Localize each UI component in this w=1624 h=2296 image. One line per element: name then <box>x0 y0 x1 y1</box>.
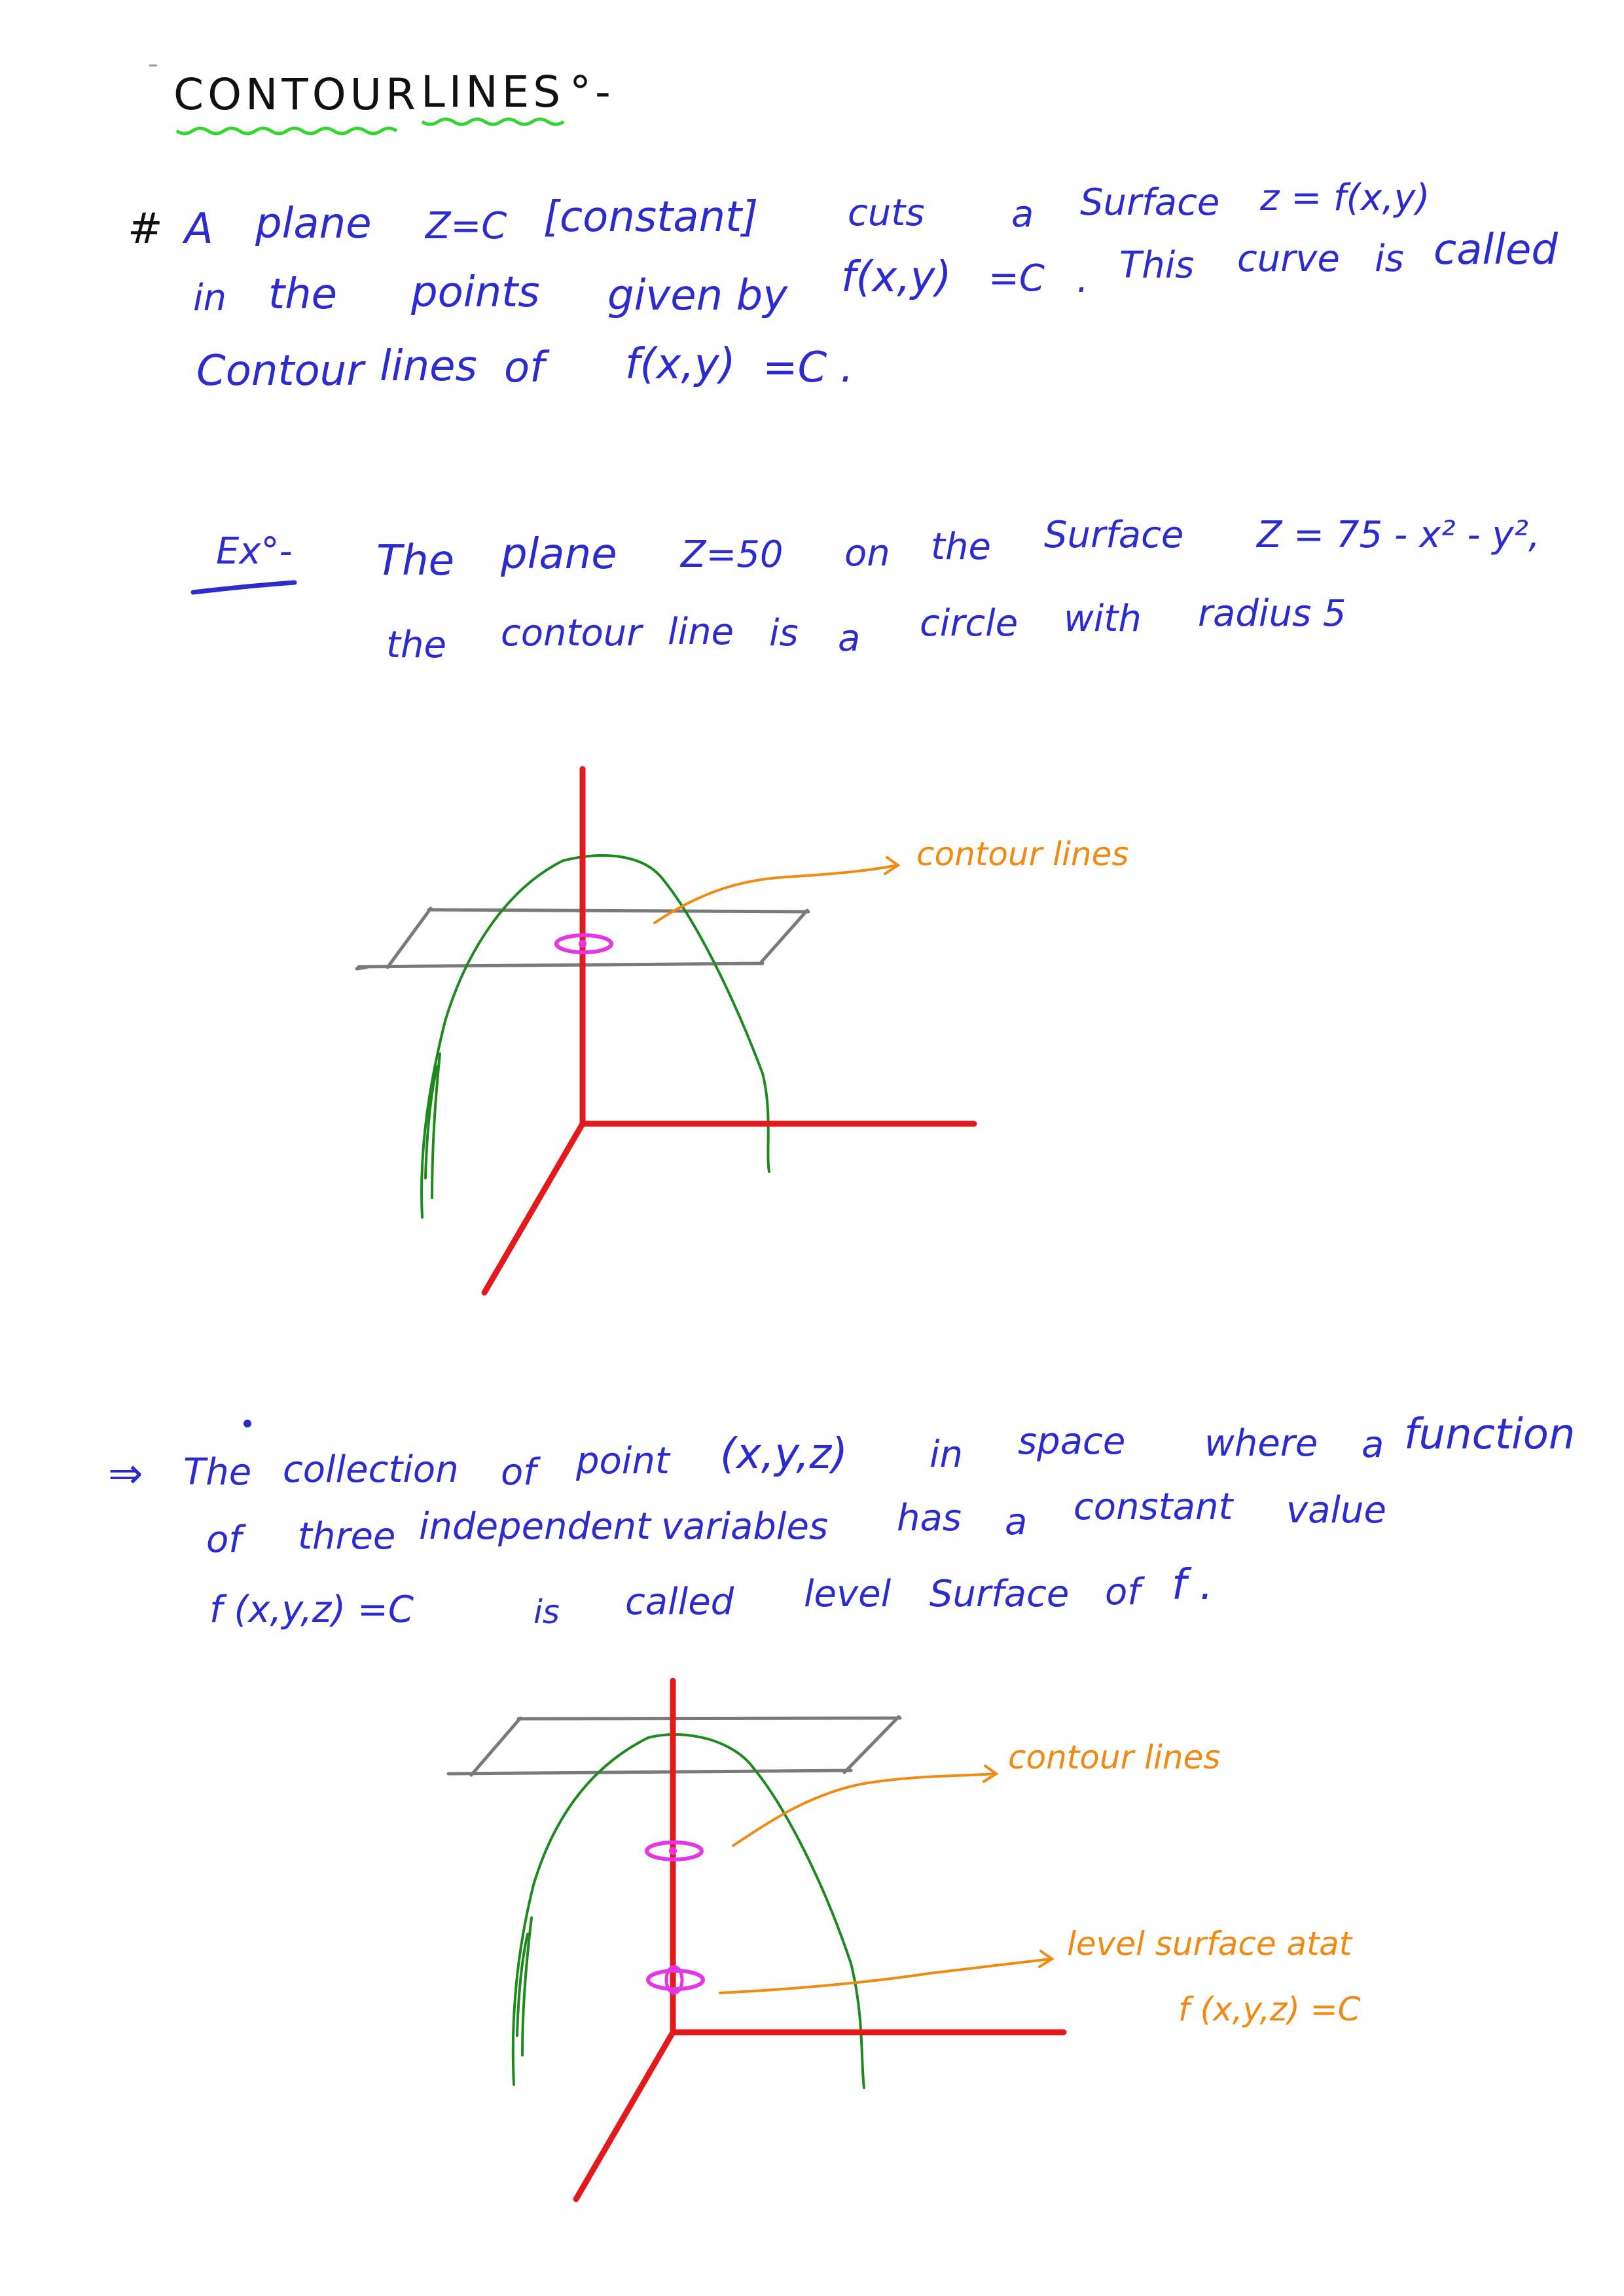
def-word: the <box>268 270 338 319</box>
def-word: in <box>193 277 227 319</box>
example-word: line <box>668 611 734 653</box>
title-underline-contour <box>175 126 398 135</box>
title-underline-lines <box>421 117 565 126</box>
implies-arrow: ⇒ <box>108 1450 143 1498</box>
example-word: on <box>844 532 890 575</box>
level-word: where <box>1204 1422 1318 1465</box>
def-word: =C <box>988 257 1045 300</box>
def-word: [constant] <box>543 193 759 242</box>
level-word: in <box>929 1433 964 1476</box>
def-word: Z=C <box>425 205 507 247</box>
example-word: the <box>386 624 446 666</box>
def-word: Contour <box>196 347 364 395</box>
level-word: called <box>625 1581 734 1623</box>
example-word: circle <box>920 602 1019 645</box>
level-word: point <box>576 1440 670 1482</box>
def-word: lines <box>380 342 477 391</box>
figure2 <box>446 1677 1067 2202</box>
level-word: The <box>183 1451 252 1494</box>
example-word: Z=50 <box>681 533 784 576</box>
hash-mark: # <box>128 205 163 253</box>
def-word: given by <box>607 272 788 320</box>
figure2-contour-lines-label: contour lines <box>1008 1738 1221 1776</box>
level-word: space <box>1018 1420 1126 1463</box>
def-word: =C . <box>763 344 854 392</box>
level-word: independent <box>419 1505 651 1548</box>
level-word: is <box>533 1593 560 1631</box>
title-word-lines: LINES <box>421 67 565 117</box>
example-word: with <box>1064 598 1142 640</box>
example-word: plane <box>501 530 617 579</box>
figure2-level-surface-label-at: at <box>1319 1925 1352 1963</box>
def-word: called <box>1434 226 1558 274</box>
def-formula: f(x,y) <box>625 340 736 389</box>
level-word: constant <box>1074 1486 1233 1528</box>
figure2-level-surface-formula: f (x,y,z) =C <box>1178 1990 1361 2028</box>
figure2-axes <box>573 1677 1067 2202</box>
level-word: Surface <box>929 1573 1070 1615</box>
def-word: This <box>1119 244 1195 287</box>
level-formula: (x,y,z) <box>720 1430 848 1479</box>
figure2-contour-arrow <box>732 1765 999 1847</box>
figure2-level-surface-ellipse <box>646 1969 705 1991</box>
figure2-level-surface-label: level surface at <box>1067 1925 1320 1963</box>
stray-dot <box>244 1420 251 1427</box>
figure1-contour-ellipse <box>554 933 613 954</box>
level-word: of <box>1105 1571 1140 1613</box>
figure2-plane <box>446 1715 902 1777</box>
title-word-contour: CONTOUR <box>173 69 420 120</box>
def-word: is <box>1375 238 1404 280</box>
def-word: plane <box>255 200 372 248</box>
def-word: of <box>504 344 545 392</box>
level-word: function <box>1404 1410 1576 1459</box>
def-formula: f(x,y) <box>841 253 952 302</box>
def-word: A <box>185 205 213 253</box>
level-formula: f (x,y,z) =C <box>209 1588 414 1631</box>
def-word: cuts <box>848 192 925 234</box>
level-word: has <box>897 1497 962 1539</box>
def-formula: z = f(x,y) <box>1260 177 1430 219</box>
figure2-surface-curve <box>511 1733 865 2089</box>
def-word: points <box>411 268 540 317</box>
figure2-contour-ellipse <box>645 1840 704 1861</box>
level-word: of <box>206 1518 242 1561</box>
level-word: a <box>1362 1424 1384 1466</box>
level-word: value <box>1286 1489 1386 1532</box>
example-label: Ex°- <box>216 530 293 573</box>
example-word: radius 5 <box>1198 592 1346 635</box>
figure1-axes <box>481 766 977 1296</box>
example-word: the <box>931 526 991 568</box>
def-word: . <box>1077 259 1089 301</box>
example-word: Surface <box>1044 514 1184 556</box>
level-word: three <box>298 1515 396 1558</box>
def-word: a <box>1011 193 1034 236</box>
figure2-level-surface-arrow <box>719 1950 1055 1994</box>
level-word: variables <box>661 1505 829 1548</box>
figure1 <box>355 766 977 1296</box>
example-word: a <box>838 617 861 660</box>
example-word: The <box>376 537 455 585</box>
title-suffix: °- <box>569 67 615 117</box>
level-word: of <box>501 1451 536 1494</box>
level-word: f . <box>1172 1561 1214 1609</box>
figure1-annotation-arrow <box>653 856 901 924</box>
level-word: a <box>1005 1501 1028 1543</box>
example-word: contour <box>501 612 642 655</box>
example-word: is <box>769 612 799 655</box>
figure1-plane <box>355 906 810 971</box>
figure1-surface-curve <box>420 854 770 1219</box>
example-formula: Z = 75 - x² - y², <box>1257 514 1540 556</box>
example-underline <box>190 580 297 595</box>
def-word: Surface <box>1080 181 1220 224</box>
level-word: level <box>804 1573 892 1615</box>
level-word: collection <box>283 1448 459 1491</box>
def-word: curve <box>1237 238 1340 280</box>
figure1-contour-lines-label: contour lines <box>916 835 1129 873</box>
